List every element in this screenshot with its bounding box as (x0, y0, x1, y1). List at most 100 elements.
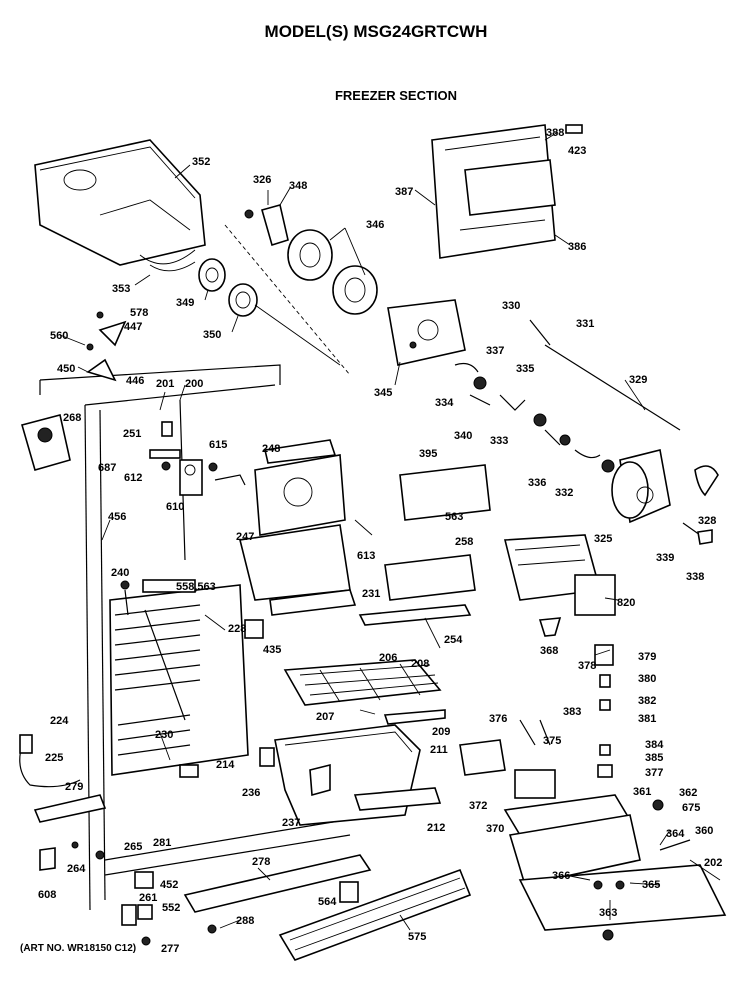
callout-label: 264 (67, 863, 86, 875)
callout-label: 206 (379, 652, 397, 664)
callout-label: 247 (236, 531, 254, 543)
callout-label: 379 (638, 651, 656, 663)
callout-label: 328 (698, 515, 716, 527)
callout-label: 281 (153, 837, 171, 849)
callout-label: 608 (38, 889, 56, 901)
callout-label: 331 (576, 318, 594, 330)
callout-label: 370 (486, 823, 504, 835)
callout-label: 228 (228, 623, 246, 635)
ice-maker-part (503, 534, 616, 616)
callout-label: 201 (156, 378, 174, 390)
callout-label: 578 (130, 307, 148, 319)
callout-label: 352 (192, 156, 210, 168)
control-parts (21, 414, 562, 797)
callout-label: 563 (445, 511, 463, 523)
callout-label: 575 (408, 931, 426, 943)
callout-label: 348 (289, 180, 307, 192)
callout-label: 278 (252, 856, 270, 868)
ice-bucket-part (34, 139, 206, 266)
callout-label: 552 (162, 902, 180, 914)
evaporator-part (109, 579, 249, 776)
callout-label: 288 (236, 915, 254, 927)
art-number-note: (ART NO. WR18150 C12) (20, 943, 137, 954)
callout-label: 230 (155, 729, 173, 741)
callout-label: 612 (124, 472, 142, 484)
callout-label: 361 (633, 786, 651, 798)
ice-maker-module-part (459, 644, 727, 941)
callout-label: 363 (599, 907, 617, 919)
callout-label: 240 (111, 567, 129, 579)
hinge-parts (121, 871, 154, 946)
callout-label: 335 (516, 363, 534, 375)
callout-label: 225 (45, 752, 63, 764)
callout-label: 675 (682, 802, 700, 814)
callout-label: 224 (50, 715, 69, 727)
callout-label: 325 (594, 533, 612, 545)
callout-label: 349 (176, 297, 194, 309)
mounting-plate-part (387, 299, 466, 366)
callout-label: 387 (395, 186, 413, 198)
callout-label: 258 (455, 536, 473, 548)
drain-trough-part (19, 734, 107, 871)
auger-gears-part (198, 204, 378, 366)
section-title: FREEZER SECTION (334, 88, 458, 103)
callout-label: 446 (126, 375, 144, 387)
callout-label: 365 (642, 879, 660, 891)
callout-label: 452 (160, 879, 178, 891)
callout-label: 366 (552, 870, 570, 882)
lower-rail-part (183, 854, 472, 961)
callout-label: 248 (262, 443, 280, 455)
callout-label: 687 (98, 462, 116, 474)
callout-label: 564 (318, 896, 337, 908)
callout-label: 332 (555, 487, 573, 499)
linkage-rod-part (454, 319, 681, 459)
callout-label: 333 (490, 435, 508, 447)
wire-shelf-part (283, 659, 446, 725)
callout-label: 254 (444, 634, 463, 646)
callout-label: 456 (108, 511, 126, 523)
callout-label: 339 (656, 552, 674, 564)
callout-label: 450 (57, 363, 75, 375)
callout-label: 395 (419, 448, 437, 460)
callout-label: 334 (435, 397, 454, 409)
callout-label: 384 (645, 739, 664, 751)
evaporator-cover-part (399, 464, 491, 521)
callout-label: 279 (65, 781, 83, 793)
callout-label: 338 (686, 571, 704, 583)
callout-label: 326 (253, 174, 271, 186)
callout-label: 337 (486, 345, 504, 357)
callout-label: 202 (704, 857, 722, 869)
callout-label: 345 (374, 387, 392, 399)
callout-label: 212 (427, 822, 445, 834)
callout-label: 386 (568, 241, 586, 253)
callout-label: 211 (430, 744, 448, 756)
callout-label: 277 (161, 943, 179, 955)
callout-label: 381 (638, 713, 656, 725)
callout-label: 329 (629, 374, 647, 386)
freezer-liner-part (39, 364, 351, 911)
callout-label: 383 (563, 706, 581, 718)
callout-label: 346 (366, 219, 384, 231)
callout-label: 613 (357, 550, 375, 562)
callout-label: 447 (124, 321, 142, 333)
callout-label: 236 (242, 787, 260, 799)
callout-label: 423 (568, 145, 586, 157)
callout-label: 385 (645, 752, 663, 764)
callout-label: 330 (502, 300, 520, 312)
callout-label: 362 (679, 787, 697, 799)
dispenser-door-part (431, 124, 583, 259)
callout-label: 560 (50, 330, 68, 342)
callout-label: 372 (469, 800, 487, 812)
callout-label: 231 (362, 588, 380, 600)
callout-label: 207 (316, 711, 334, 723)
callout-label: 378 (578, 660, 596, 672)
callout-label: 610 (166, 501, 184, 513)
model-title: MODEL(S) MSG24GRTCWH (264, 22, 488, 41)
auger-motor-part (601, 449, 719, 545)
callout-label: 558,563 (176, 581, 216, 593)
freezer-basket-part (274, 724, 442, 826)
callout-label: 200 (185, 378, 203, 390)
callout-label: 336 (528, 477, 546, 489)
callout-labels: 352 326 348 388 423 387 386 346 353 349 … (38, 127, 722, 955)
fan-shroud-part (239, 439, 373, 616)
